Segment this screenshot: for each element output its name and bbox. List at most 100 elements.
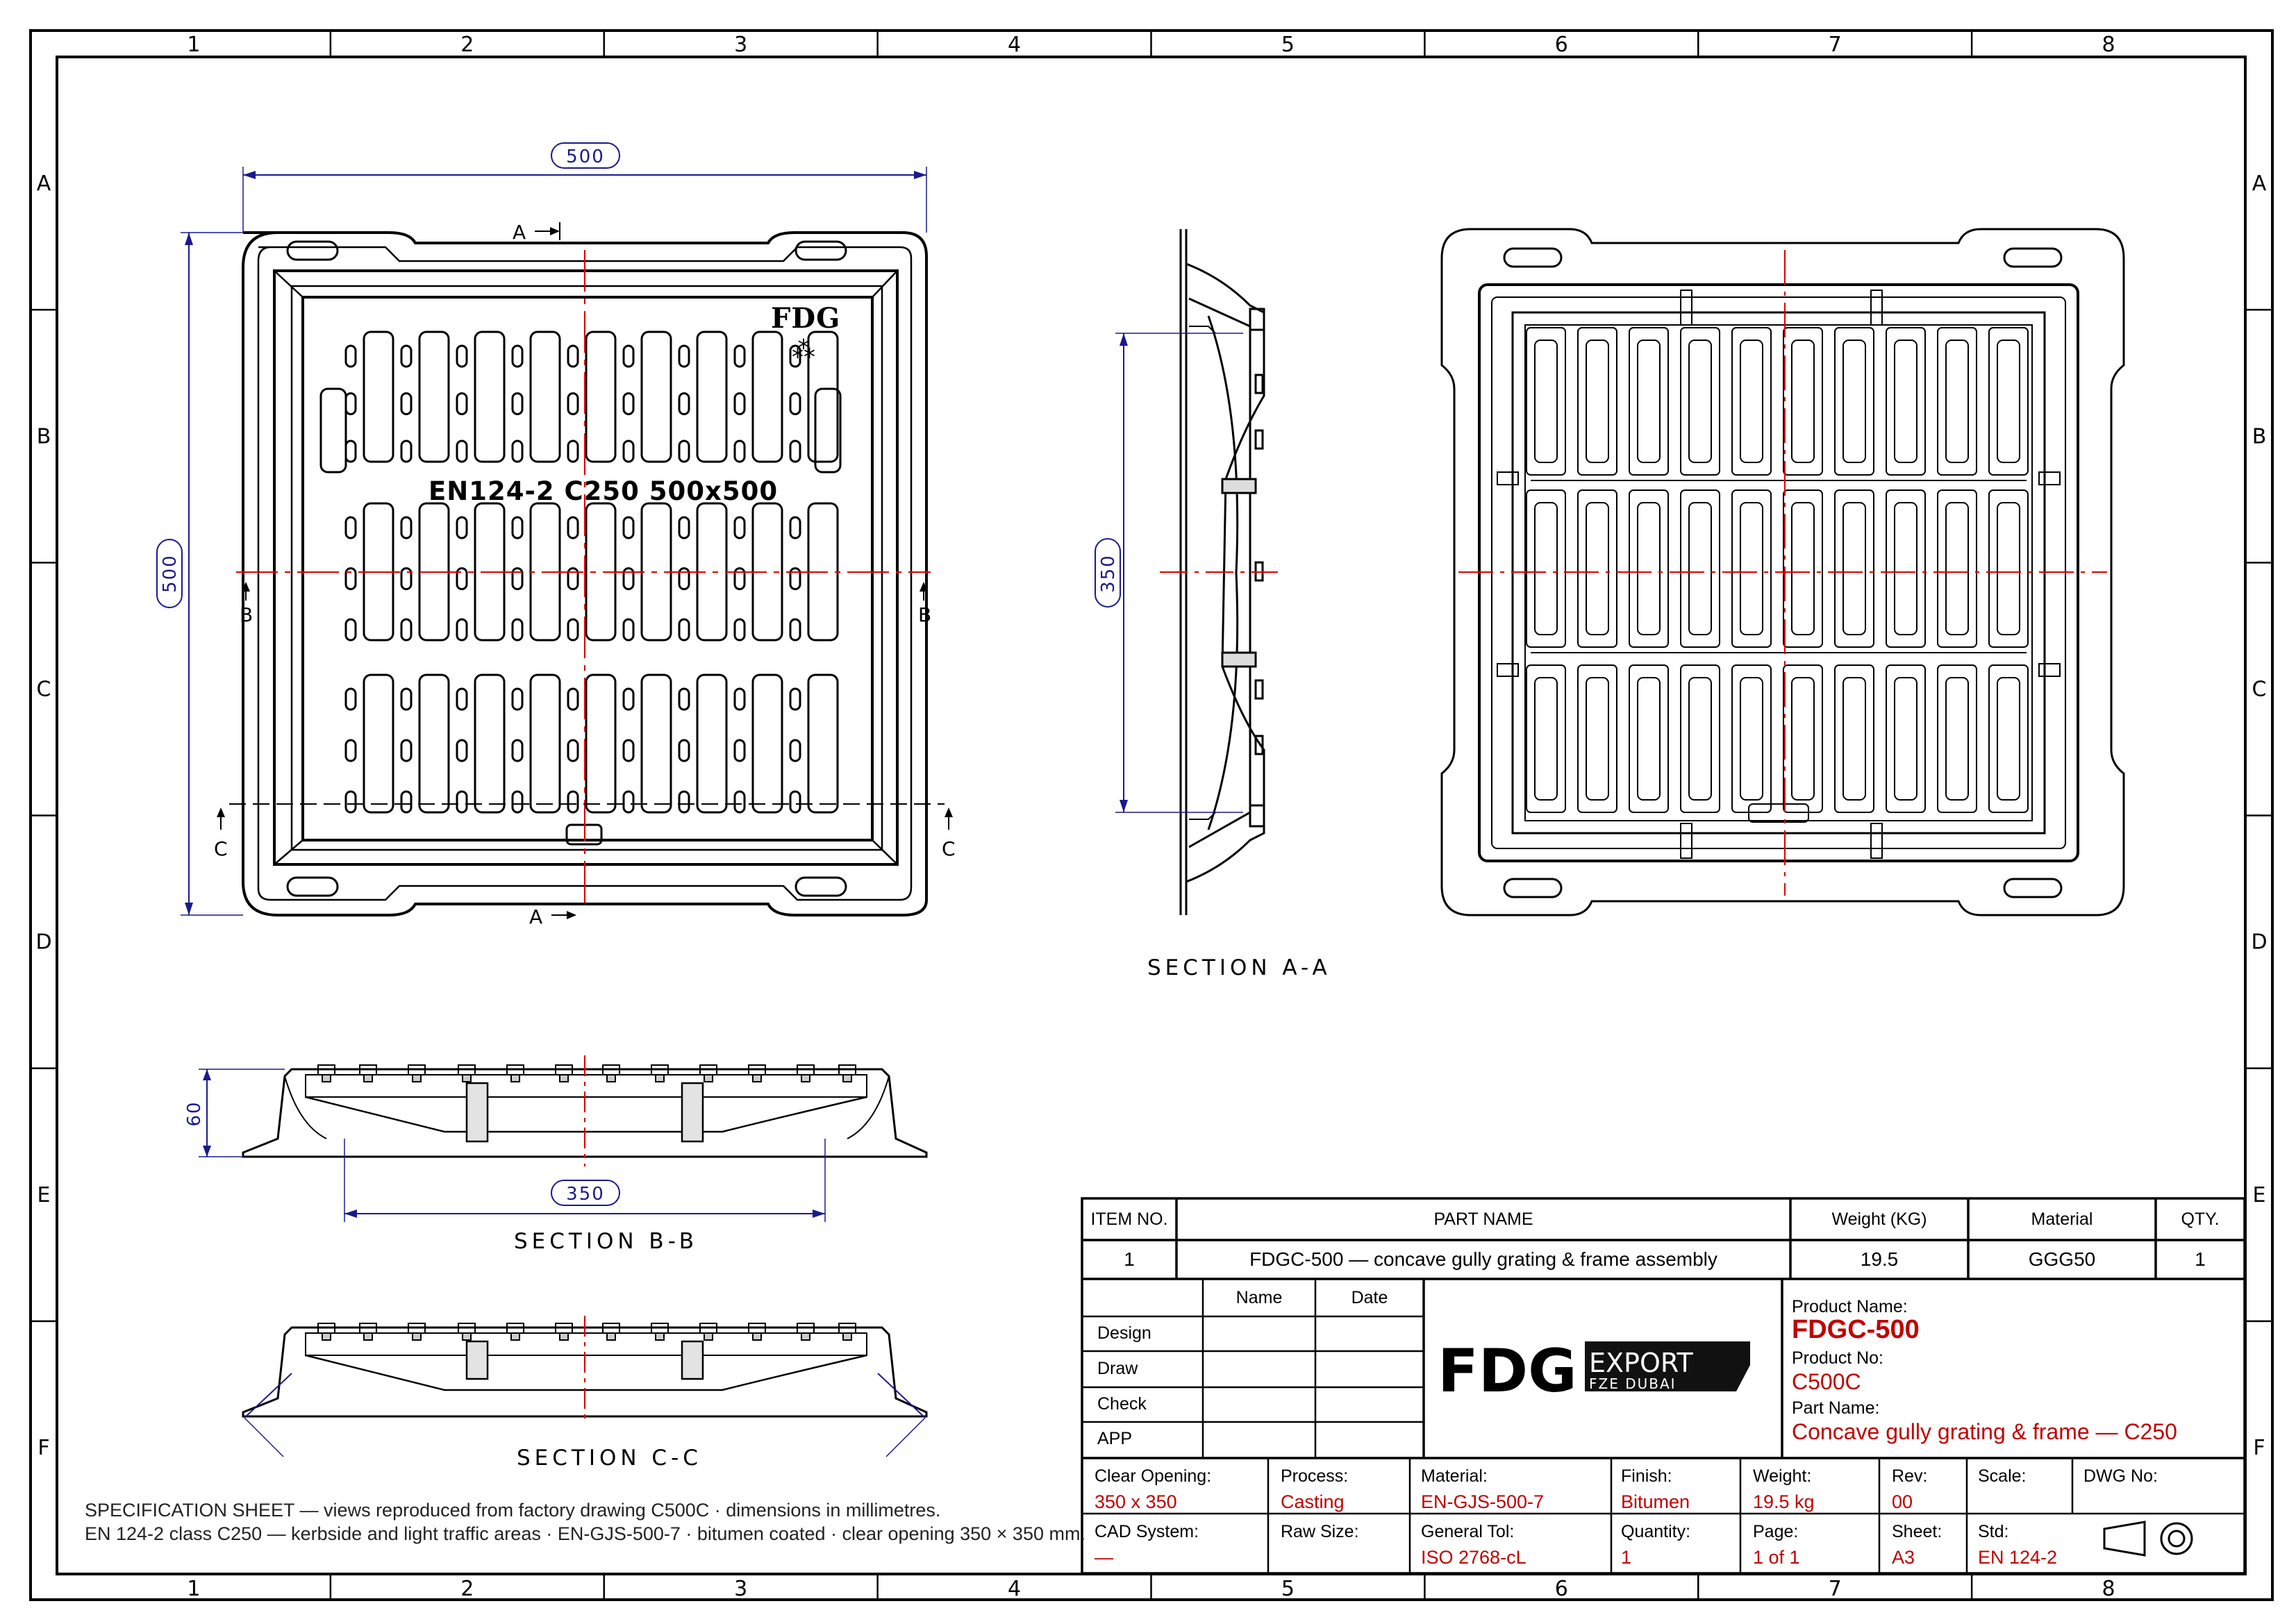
grid-col-label: 5 [1281, 1577, 1295, 1601]
grid-col-label: 7 [1829, 1577, 1842, 1601]
product-no-label: Product No: [1792, 1348, 1884, 1368]
logo-export: EXPORT [1589, 1348, 1694, 1378]
rev-value: 00 [1892, 1491, 1913, 1512]
std-value: EN 124-2 [1978, 1547, 2058, 1568]
material-value: EN-GJS-500-7 [1421, 1491, 1545, 1512]
sheet-value: A3 [1892, 1547, 1915, 1568]
header-qty: QTY. [2181, 1209, 2220, 1229]
page-value: 1 of 1 [1753, 1547, 1800, 1568]
approval-design: Design [1097, 1323, 1151, 1343]
page-label: Page: [1753, 1522, 1799, 1541]
std-label: Std: [1978, 1522, 2009, 1541]
scale-label: Scale: [1978, 1466, 2027, 1486]
grid-col-label: 4 [1008, 33, 1021, 57]
product-name-label: Product Name: [1792, 1297, 1908, 1316]
row-material: GGG50 [2028, 1248, 2096, 1270]
row-item-no: 1 [1124, 1248, 1135, 1270]
outer-border [29, 29, 2274, 1601]
section-cc-label: SECTION C-C [517, 1446, 702, 1471]
grid-row-label: A [37, 171, 51, 196]
cad-system-value: — [1095, 1547, 1113, 1568]
grid-col-label: 1 [187, 33, 200, 57]
grid-row-label: F [2253, 1436, 2265, 1460]
spec-note-2: EN 124-2 class C250 — kerbside and light… [85, 1523, 1085, 1544]
cut-b-right: B [918, 603, 931, 626]
approval-draw: Draw [1097, 1359, 1138, 1378]
cut-a-top: A [513, 221, 526, 244]
grid-col-label: 3 [734, 33, 747, 57]
header-part-name: PART NAME [1433, 1209, 1533, 1229]
section-aa-label: SECTION A-A [1147, 955, 1331, 980]
cut-a-bottom: A [529, 905, 542, 928]
header-item-no: ITEM NO. [1090, 1209, 1168, 1229]
cut-b-left: B [240, 603, 253, 626]
grid-row-label: D [2251, 930, 2267, 955]
grid-col-label: 5 [1281, 33, 1295, 57]
cad-system-label: CAD System: [1095, 1522, 1199, 1541]
raw-size-label: Raw Size: [1281, 1522, 1359, 1541]
quantity-label: Quantity: [1621, 1522, 1691, 1541]
company-logo: FDG EXPORT FZE DUBAI [1438, 1337, 1750, 1406]
grid-row-label: C [37, 677, 51, 701]
grid-row-label: E [38, 1183, 51, 1207]
grid-col-label: 6 [1555, 33, 1568, 57]
part-name: Concave gully grating & frame — C250 [1792, 1419, 2177, 1444]
weight-value: 19.5 kg [1753, 1491, 1815, 1512]
grid-row-label: B [37, 424, 51, 449]
finish-label: Finish: [1621, 1466, 1672, 1486]
finish-value: Bitumen [1621, 1491, 1690, 1512]
logo-fdg: FDG [1438, 1337, 1577, 1406]
plan-width-dim: 500 [566, 147, 605, 167]
logo-mark: FDG [771, 302, 840, 335]
plan-view: FDG ⁂ EN124-2 C250 500x500 500 500 A A B [156, 142, 956, 928]
general-tol-value: ISO 2768-cL [1421, 1547, 1526, 1568]
cut-c-left: C [214, 837, 228, 860]
zone-grid [31, 31, 2272, 1600]
section-aa-dim: 350 [1098, 554, 1119, 593]
grid-col-label: 7 [1829, 33, 1842, 57]
approval-check: Check [1097, 1394, 1147, 1414]
grid-row-label: A [2252, 171, 2267, 196]
grid-row-label: D [35, 930, 51, 955]
grid-col-label: 8 [2102, 33, 2115, 57]
grid-col-label: 8 [2102, 1577, 2115, 1601]
row-part-name: FDGC-500 — concave gully grating & frame… [1249, 1248, 1717, 1270]
section-bb-view [199, 1055, 928, 1222]
plan-height-dim: 500 [160, 554, 181, 593]
logo-ornament: ⁂ [792, 336, 815, 364]
row-weight: 19.5 [1860, 1248, 1899, 1270]
cast-marking: EN124-2 C250 500x500 [429, 476, 778, 506]
grid-row-label: C [2252, 677, 2267, 701]
cut-c-right: C [942, 837, 956, 860]
part-name-label: Part Name: [1792, 1398, 1880, 1418]
logo-sub: FZE DUBAI [1589, 1375, 1677, 1392]
quantity-value: 1 [1621, 1547, 1632, 1568]
material-label: Material: [1421, 1466, 1488, 1486]
row-qty: 1 [2195, 1248, 2206, 1270]
header-material: Material [2031, 1209, 2093, 1229]
general-tol-label: General Tol: [1421, 1522, 1515, 1541]
grid-row-label: B [2252, 424, 2267, 449]
grid-col-label: 1 [187, 1577, 200, 1601]
product-no: C500C [1792, 1369, 1861, 1394]
grid-row-label: F [38, 1436, 49, 1460]
sheet-label: Sheet: [1892, 1522, 1943, 1541]
third-angle-projection-icon [2103, 1521, 2193, 1557]
section-bb-height-dim: 60 [184, 1100, 205, 1126]
grid-col-label: 4 [1008, 1577, 1021, 1601]
spec-note-1: SPECIFICATION SHEET — views reproduced f… [85, 1500, 941, 1521]
underside-view [1440, 228, 2125, 916]
approval-name-header: Name [1236, 1288, 1283, 1307]
section-cc-view [242, 1316, 928, 1457]
approval-date-header: Date [1351, 1288, 1388, 1307]
weight-label: Weight: [1753, 1466, 1812, 1486]
grid-row-label: E [2253, 1183, 2266, 1207]
approval-app: APP [1097, 1429, 1133, 1448]
grid-col-label: 2 [460, 33, 474, 57]
grid-col-label: 3 [734, 1577, 747, 1601]
dwg-no-label: DWG No: [2083, 1466, 2158, 1486]
header-weight: Weight (KG) [1831, 1209, 1927, 1229]
section-bb-label: SECTION B-B [514, 1229, 698, 1254]
